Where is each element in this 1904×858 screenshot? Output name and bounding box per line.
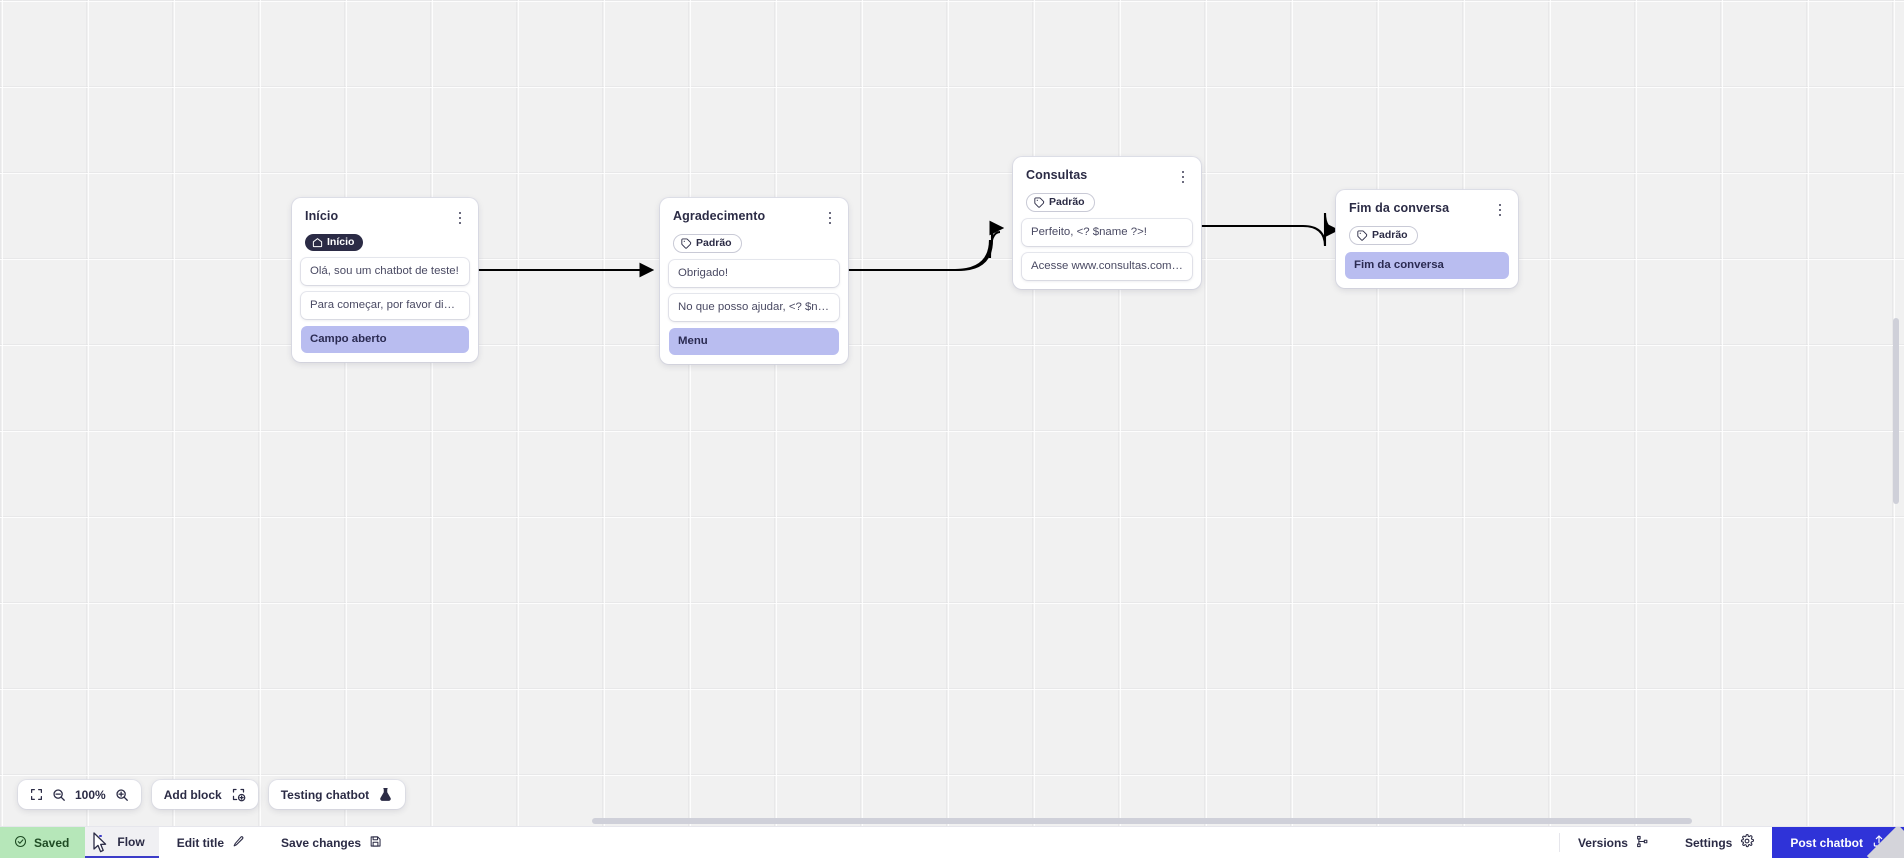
zoom-out-icon[interactable] [52,788,66,802]
post-chatbot-label: Post chatbot [1790,835,1863,850]
add-block-icon [231,787,246,802]
home-icon [312,238,323,248]
gear-icon [1740,834,1755,851]
node-header: Início [301,207,469,227]
tag-icon [681,238,692,249]
node-row-message[interactable]: Acesse www.consultas.com par... [1022,253,1192,281]
node-row-message[interactable]: Obrigado! [669,260,839,288]
flow-node-consultas[interactable]: Consultas Padrão Perfeito, <? $name ?>! … [1013,157,1201,290]
status-bar: Saved Flow Edit title Save changes [0,826,1904,858]
node-row-menu[interactable]: Menu [669,328,839,356]
add-block-button[interactable]: Add block [151,780,258,809]
canvas-toolbar: 100% Add block Testing chatbot [18,780,406,809]
node-badge-padrao[interactable]: Padrão [1349,226,1418,245]
tag-icon [1357,230,1368,241]
settings-label: Settings [1684,835,1733,850]
node-row-end[interactable]: Fim da conversa [1345,252,1509,280]
node-menu-icon[interactable] [453,209,467,227]
flow-node-fim-da-conversa[interactable]: Fim da conversa Padrão Fim da conversa [1336,190,1518,289]
node-menu-icon[interactable] [1493,201,1507,219]
node-row-message[interactable]: No que posso ajudar, <? $name ... [669,294,839,322]
node-badge-row: Padrão [1022,193,1192,212]
pencil-icon [232,835,245,851]
flow-tab-menu-icon[interactable] [93,834,107,848]
versions-button[interactable]: Versions [1560,827,1667,858]
flow-node-inicio[interactable]: Início Início Olá, sou um chatbot de tes… [292,198,478,363]
flow-canvas[interactable]: Início Início Olá, sou um chatbot de tes… [0,0,1904,826]
saved-label: Saved [34,835,70,850]
node-row-message[interactable]: Perfeito, <? $name ?>! [1022,219,1192,247]
edit-title-button[interactable]: Edit title [159,827,263,858]
branch-icon [1636,835,1649,851]
node-badge-label: Padrão [1372,229,1408,242]
fit-screen-icon[interactable] [30,788,43,801]
node-row-input[interactable]: Campo aberto [301,326,469,354]
node-title: Agradecimento [673,209,766,223]
status-bar-left: Saved Flow Edit title Save changes [0,827,400,858]
versions-label: Versions [1577,835,1628,850]
node-badge-padrao[interactable]: Padrão [1026,193,1095,212]
node-badge-inicio[interactable]: Início [305,234,364,251]
status-divider [1558,833,1560,852]
saved-status-badge: Saved [0,827,86,858]
node-badge-padrao[interactable]: Padrão [673,234,742,253]
tab-flow[interactable]: Flow [85,827,159,858]
node-title: Fim da conversa [1349,201,1450,215]
node-badge-label: Padrão [696,237,732,250]
node-header: Fim da conversa [1345,199,1509,219]
post-chatbot-button[interactable]: Post chatbot [1772,827,1904,858]
testing-chatbot-button[interactable]: Testing chatbot [268,780,406,809]
node-row-message[interactable]: Olá, sou um chatbot de teste! [301,258,469,286]
save-changes-label: Save changes [281,835,362,850]
settings-button[interactable]: Settings [1667,827,1772,858]
node-header: Consultas [1022,166,1192,186]
zoom-controls[interactable]: 100% [18,780,141,809]
node-badge-row: Padrão [1345,226,1509,245]
horizontal-scrollbar[interactable] [0,816,1904,826]
upload-icon [1872,834,1886,851]
node-menu-icon[interactable] [1176,168,1190,186]
node-header: Agradecimento [669,207,839,227]
node-badge-row: Início [301,234,469,251]
horizontal-scrollbar-thumb[interactable] [592,818,1692,824]
check-circle-icon [14,835,27,851]
node-badge-row: Padrão [669,234,839,253]
vertical-scrollbar[interactable] [1892,0,1902,826]
edit-title-label: Edit title [176,835,225,850]
node-title: Início [305,209,339,223]
zoom-level-label: 100% [75,787,106,802]
node-row-message[interactable]: Para começar, por favor digite o ... [301,292,469,320]
node-menu-icon[interactable] [823,209,837,227]
status-bar-right: Versions Settings [1558,827,1904,858]
flask-icon [378,787,393,802]
node-badge-label: Início [327,236,355,249]
tag-icon [1034,197,1045,208]
vertical-scrollbar-thumb[interactable] [1893,318,1899,504]
node-title: Consultas [1026,168,1088,182]
flow-node-agradecimento[interactable]: Agradecimento Padrão Obrigado! No que po… [660,198,848,365]
tab-flow-label: Flow [117,834,145,849]
testing-chatbot-label: Testing chatbot [280,787,370,802]
add-block-label: Add block [163,787,222,802]
zoom-in-icon[interactable] [115,788,129,802]
node-badge-label: Padrão [1049,196,1085,209]
floppy-icon [369,835,382,851]
flow-connectors [478,212,1340,278]
save-changes-button[interactable]: Save changes [263,827,400,858]
